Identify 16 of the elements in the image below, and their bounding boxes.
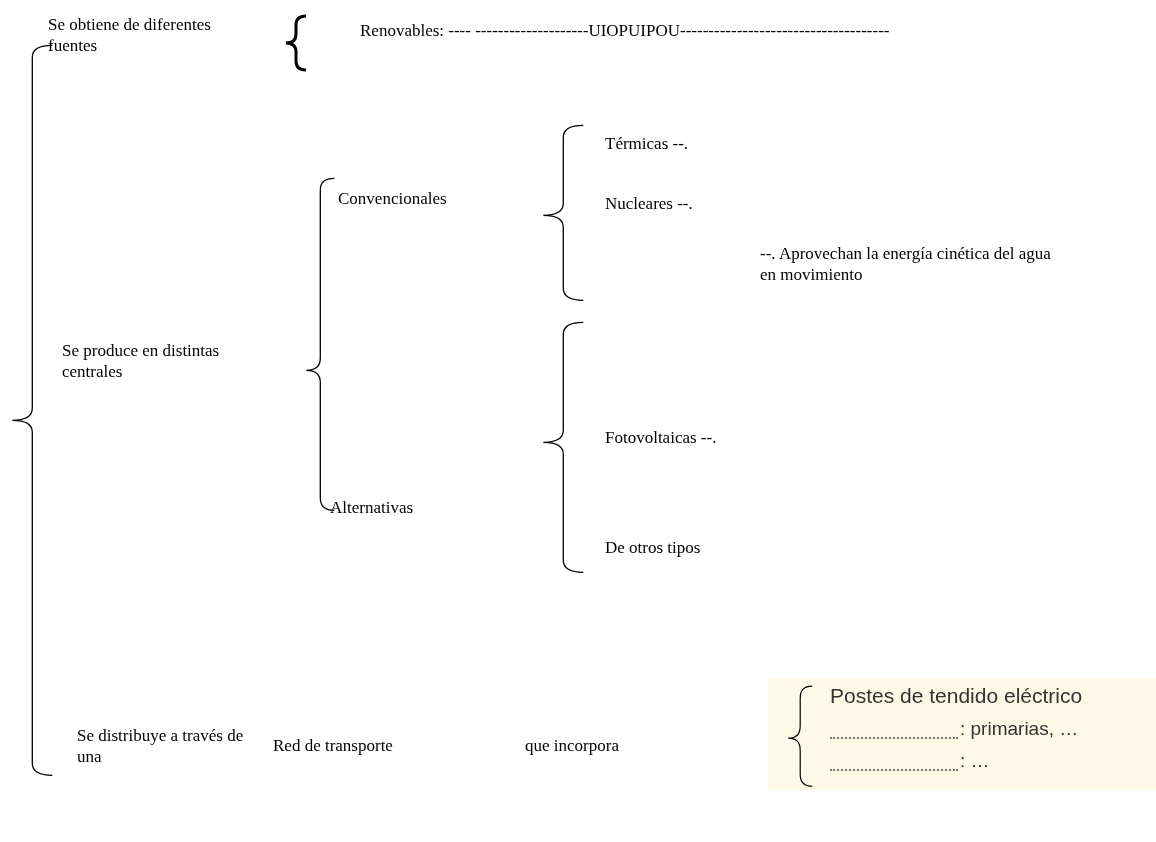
concept-text: Se obtiene de diferentes fuentes	[48, 14, 212, 56]
concept-text: Se produce en distintas centrales	[62, 340, 221, 382]
concept-text: Térmicas --.	[605, 133, 690, 154]
fill-in-text: : primarias, …	[960, 718, 1079, 740]
concept-text: Alternativas	[330, 497, 415, 518]
concept-text: Red de transporte	[273, 735, 394, 756]
concept-text: Convencionales	[338, 188, 448, 209]
concept-text: Nucleares --.	[605, 193, 694, 214]
fill-in-text: : …	[960, 750, 990, 772]
concept-text: Se distribuye a través de una	[77, 725, 245, 767]
concept-text: Fotovoltaicas --.	[605, 427, 718, 448]
concept-text: De otros tipos	[605, 537, 702, 558]
heading-text: Postes de tendido eléctrico	[830, 684, 1083, 708]
concept-text: Renovables: ---- --------------------UIOPUIPOU-------------------------------------	[360, 20, 891, 41]
concept-text: que incorpora	[525, 735, 620, 756]
concept-text: --. Aprovechan la energía cinética del agua en movimiento	[760, 243, 1052, 285]
